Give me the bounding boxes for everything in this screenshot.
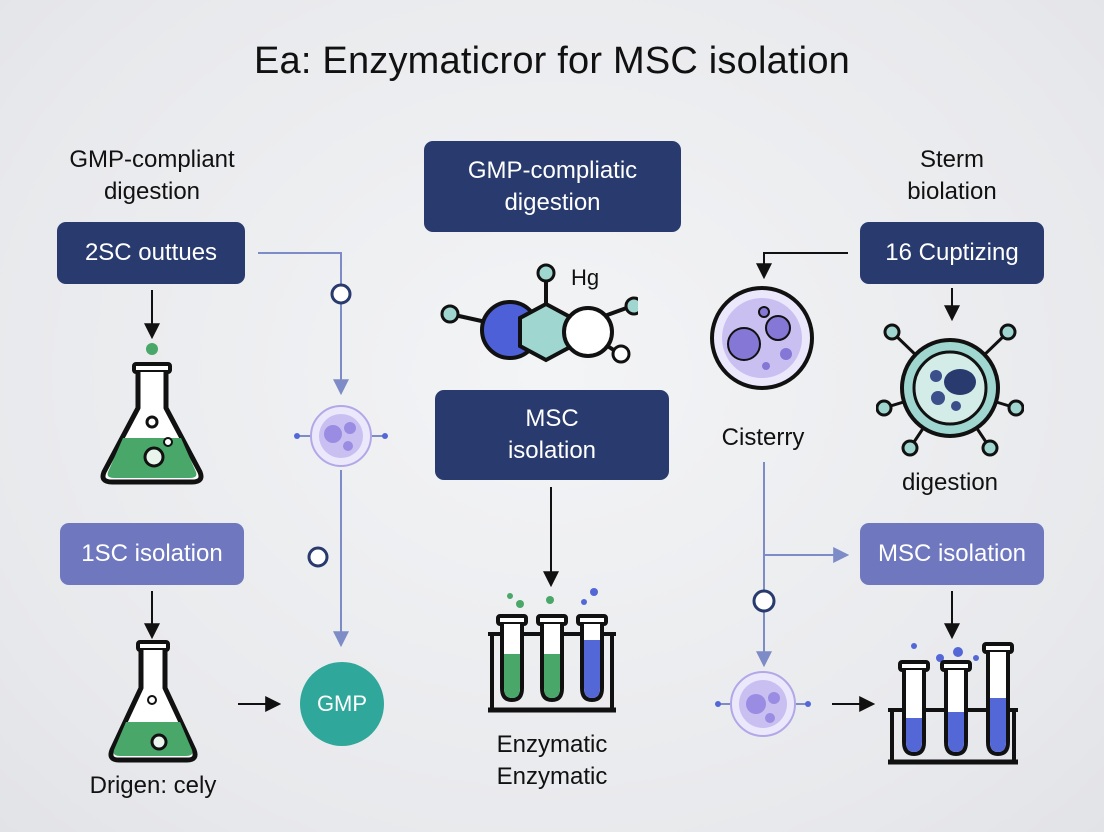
- flask-icon-2: [108, 640, 198, 763]
- connector-node-1: [330, 283, 352, 305]
- center-box-2: MSC isolation: [435, 390, 669, 480]
- center-footer: Enzymatic Enzymatic: [496, 731, 608, 790]
- molecule-icon: [440, 263, 638, 364]
- connector-node-3: [752, 589, 776, 613]
- left-box-2: 1SC isolation: [60, 523, 244, 585]
- test-tubes-icon: [488, 588, 616, 713]
- cell-icon-small: [294, 405, 388, 467]
- right-box-2: MSC isolation: [860, 523, 1044, 585]
- virus-label: digestion: [901, 469, 999, 496]
- gmp-circle: GMP: [300, 662, 384, 746]
- left-footer: Drigen: cely: [89, 772, 217, 799]
- right-heading: Sterm biolation: [907, 146, 997, 205]
- arrow-right-box-to-cell: [756, 252, 848, 280]
- right-box-1: 16 Cuptizing: [860, 222, 1044, 284]
- cell-label: Cisterry: [721, 424, 805, 451]
- flask-icon: [100, 343, 204, 485]
- diagram-title: Ea: Enzymaticr​or for MSC isolation: [254, 40, 850, 82]
- left-heading: GMP-compliant digestion: [69, 146, 235, 205]
- cell-icon-large: [710, 286, 814, 390]
- molecule-label: Hg: [570, 265, 600, 290]
- virus-icon: [876, 323, 1024, 457]
- connector-left-box-to-gmp: [258, 252, 349, 396]
- cell-icon-small-2: [715, 671, 811, 737]
- test-tubes-icon-2: [888, 642, 1018, 765]
- connector-node-2: [307, 546, 329, 568]
- center-box-1: GMP-compliatic digestion: [424, 141, 681, 232]
- left-box-1: 2SC outtues: [57, 222, 245, 284]
